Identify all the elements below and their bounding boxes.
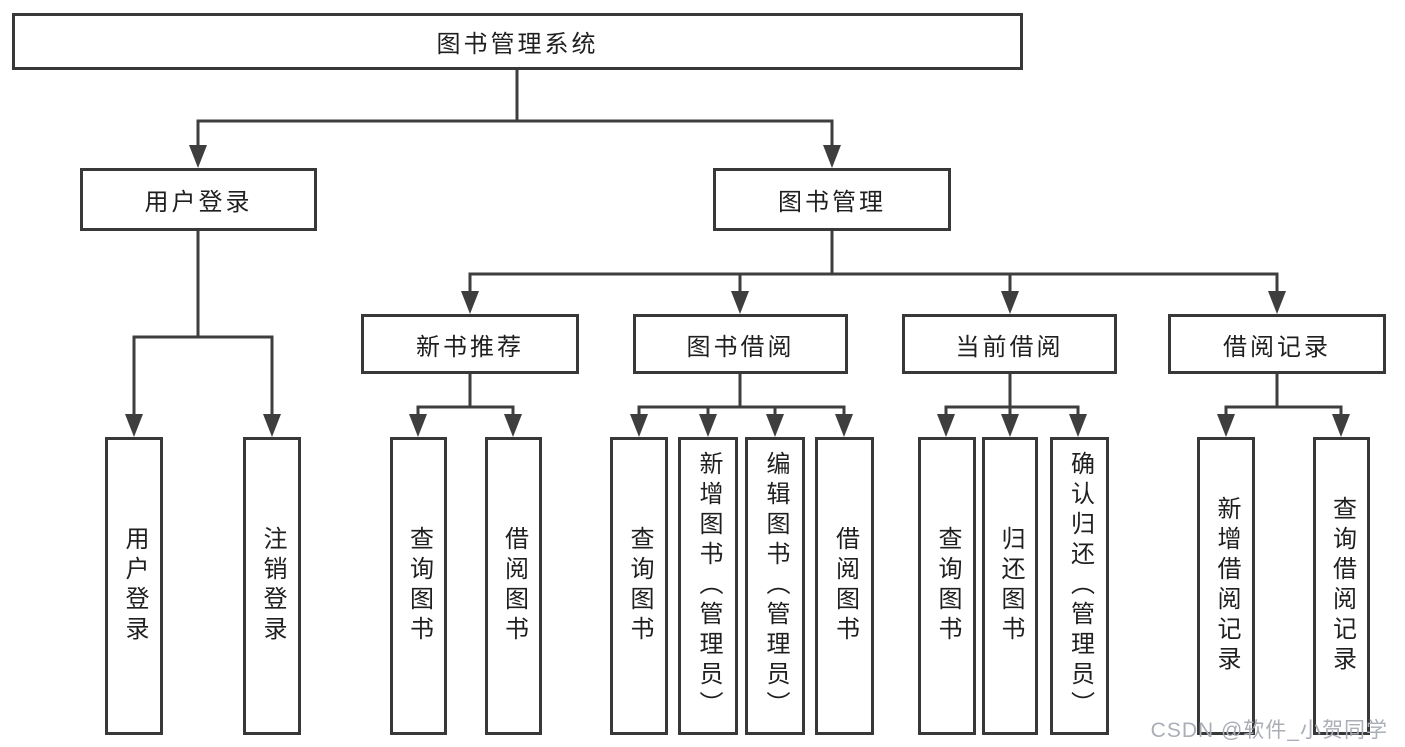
leaf-add-borrow-record: 新增借阅记录: [1197, 437, 1255, 735]
leaf-user-login: 用户登录: [105, 437, 163, 735]
leaf-confirm-return-admin: 确认归还（管理员）: [1050, 437, 1109, 735]
connector-line: [132, 231, 274, 416]
leaf-label: 用户登录: [121, 526, 148, 646]
arrowhead-down-icon: [1332, 414, 1350, 437]
connector-book-management-to-level3: [461, 231, 1286, 314]
arrowhead-down-icon: [1268, 291, 1286, 314]
arrowhead-down-icon: [263, 414, 281, 437]
connector-root-to-level2: [189, 70, 841, 168]
node-current-borrow: 当前借阅: [902, 314, 1117, 374]
connector-line: [1224, 374, 1343, 416]
arrowhead-down-icon: [699, 414, 717, 437]
node-library-management-system: 图书管理系统: [12, 13, 1023, 70]
arrowhead-down-icon: [504, 414, 522, 437]
arrowhead-down-icon: [1069, 414, 1087, 437]
node-label: 新书推荐: [416, 333, 524, 361]
leaf-label: 归还图书: [997, 526, 1024, 646]
leaf-label: 新增借阅记录: [1213, 496, 1240, 676]
node-label: 借阅记录: [1223, 333, 1331, 361]
connector-current-borrow-to-leaves: [937, 374, 1087, 437]
connector-line: [944, 374, 1080, 416]
leaf-query-borrow-record: 查询借阅记录: [1313, 437, 1370, 735]
connector-book-borrow-to-leaves: [630, 374, 853, 437]
node-label: 当前借阅: [955, 333, 1064, 361]
leaf-label: 查询图书: [626, 526, 653, 646]
connector-line: [468, 231, 1279, 293]
leaf-label: 查询借阅记录: [1328, 496, 1356, 676]
connector-line: [637, 374, 846, 416]
node-label: 图书管理: [778, 189, 886, 216]
arrowhead-down-icon: [1001, 291, 1019, 314]
arrowhead-down-icon: [125, 414, 143, 437]
leaf-return-book: 归还图书: [982, 437, 1038, 735]
leaf-label: 借阅图书: [831, 526, 859, 646]
node-book-borrow: 图书借阅: [633, 314, 848, 374]
arrowhead-down-icon: [630, 414, 648, 437]
node-book-management: 图书管理: [713, 168, 951, 231]
leaf-query-books-current: 查询图书: [918, 437, 976, 735]
arrowhead-down-icon: [461, 291, 479, 314]
leaf-query-books-borrow: 查询图书: [610, 437, 668, 735]
arrowhead-down-icon: [409, 414, 427, 437]
node-label: 图书借阅: [686, 333, 795, 361]
arrowhead-down-icon: [766, 414, 784, 437]
arrowhead-down-icon: [835, 414, 853, 437]
arrowhead-down-icon: [1001, 414, 1019, 437]
arrowhead-down-icon: [1217, 414, 1235, 437]
leaf-label: 确认归还（管理员）: [1066, 451, 1094, 721]
leaf-label: 注销登录: [259, 526, 286, 646]
leaf-label: 新增图书（管理员）: [695, 451, 722, 721]
node-user-login: 用户登录: [80, 168, 317, 231]
connector-borrow-records-to-leaves: [1217, 374, 1350, 437]
arrowhead-down-icon: [937, 414, 955, 437]
leaf-label: 编辑图书（管理员）: [762, 451, 789, 721]
leaf-logout: 注销登录: [243, 437, 301, 735]
arrowhead-down-icon: [731, 291, 749, 314]
node-label: 用户登录: [144, 189, 253, 216]
csdn-watermark: CSDN @软件_小贺同学: [1150, 719, 1388, 742]
connector-user-login-to-leaves: [125, 231, 281, 437]
arrowhead-down-icon: [823, 145, 841, 168]
leaf-add-book-admin: 新增图书（管理员）: [678, 437, 738, 735]
leaf-edit-book-admin: 编辑图书（管理员）: [745, 437, 805, 735]
connector-line: [196, 70, 834, 147]
connector-new-book-recommend-to-leaves: [409, 374, 522, 437]
leaf-borrow-books-recommend: 借阅图书: [485, 437, 542, 735]
arrowhead-down-icon: [189, 145, 207, 168]
connector-line: [416, 374, 515, 416]
leaf-label: 查询图书: [934, 526, 961, 646]
leaf-borrow-book: 借阅图书: [815, 437, 874, 735]
node-borrow-records: 借阅记录: [1168, 314, 1386, 374]
leaf-label: 借阅图书: [500, 526, 528, 646]
node-new-book-recommend: 新书推荐: [361, 314, 579, 374]
node-label: 图书管理系统: [436, 31, 599, 58]
leaf-label: 查询图书: [405, 526, 433, 646]
leaf-query-books-recommend: 查询图书: [390, 437, 447, 735]
